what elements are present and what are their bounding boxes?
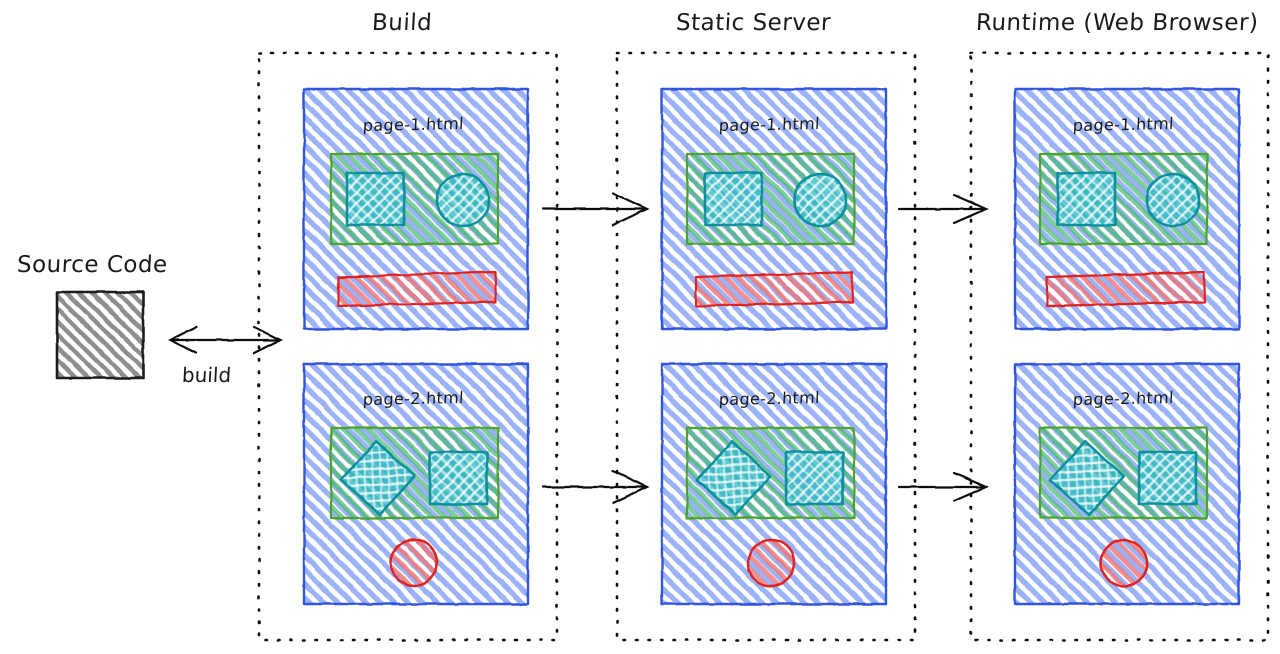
card-runtime-page-1 xyxy=(1013,87,1241,331)
teal-square xyxy=(1056,171,1117,227)
source-code-box xyxy=(55,290,145,380)
column-boundary-build xyxy=(257,51,559,642)
column-title-runtime: Runtime (Web Browser) xyxy=(975,10,1260,36)
teal-circle xyxy=(792,172,848,228)
flow-arrow-build-to-static-page-1 xyxy=(541,191,650,227)
flow-arrow-build-to-static-page-2 xyxy=(541,469,650,505)
red-bar xyxy=(1045,270,1207,308)
red-circle xyxy=(1099,538,1149,588)
card-runtime-page-2 xyxy=(1013,362,1241,606)
card-label-build-page-2: page-2.html xyxy=(362,387,465,410)
card-static-server-page-2 xyxy=(660,362,888,606)
card-label-build-page-1: page-1.html xyxy=(362,113,465,136)
build-arrow xyxy=(167,325,283,355)
column-title-build: Build xyxy=(371,10,433,36)
column-boundary-runtime xyxy=(969,51,1270,642)
source-code-title: Source Code xyxy=(16,252,169,278)
teal-diamond xyxy=(339,439,417,517)
card-build-page-1 xyxy=(302,87,530,331)
card-static-server-page-1 xyxy=(660,87,888,331)
column-boundary-static-server xyxy=(615,51,917,642)
teal-diamond xyxy=(695,439,773,517)
teal-circle xyxy=(435,172,491,228)
red-circle xyxy=(389,538,439,588)
red-bar xyxy=(694,270,855,308)
card-build-page-2 xyxy=(302,362,530,606)
column-title-static-server: Static Server xyxy=(675,10,832,36)
card-label-runtime-page-2: page-2.html xyxy=(1072,387,1175,410)
teal-square xyxy=(1137,450,1198,506)
teal-diamond xyxy=(1048,439,1126,517)
teal-square xyxy=(345,171,406,227)
teal-square xyxy=(428,450,489,506)
red-bar xyxy=(336,270,498,308)
teal-square xyxy=(784,450,845,506)
card-label-static-server-page-2: page-2.html xyxy=(718,387,821,410)
teal-circle xyxy=(1145,172,1201,228)
card-label-static-server-page-1: page-1.html xyxy=(718,113,821,136)
flow-arrow-static-to-runtime-page-2 xyxy=(897,471,989,503)
build-arrow-label: build xyxy=(181,363,232,387)
flow-arrow-static-to-runtime-page-1 xyxy=(897,193,989,225)
teal-square xyxy=(703,171,764,227)
red-circle xyxy=(746,538,796,588)
card-label-runtime-page-1: page-1.html xyxy=(1072,113,1175,136)
